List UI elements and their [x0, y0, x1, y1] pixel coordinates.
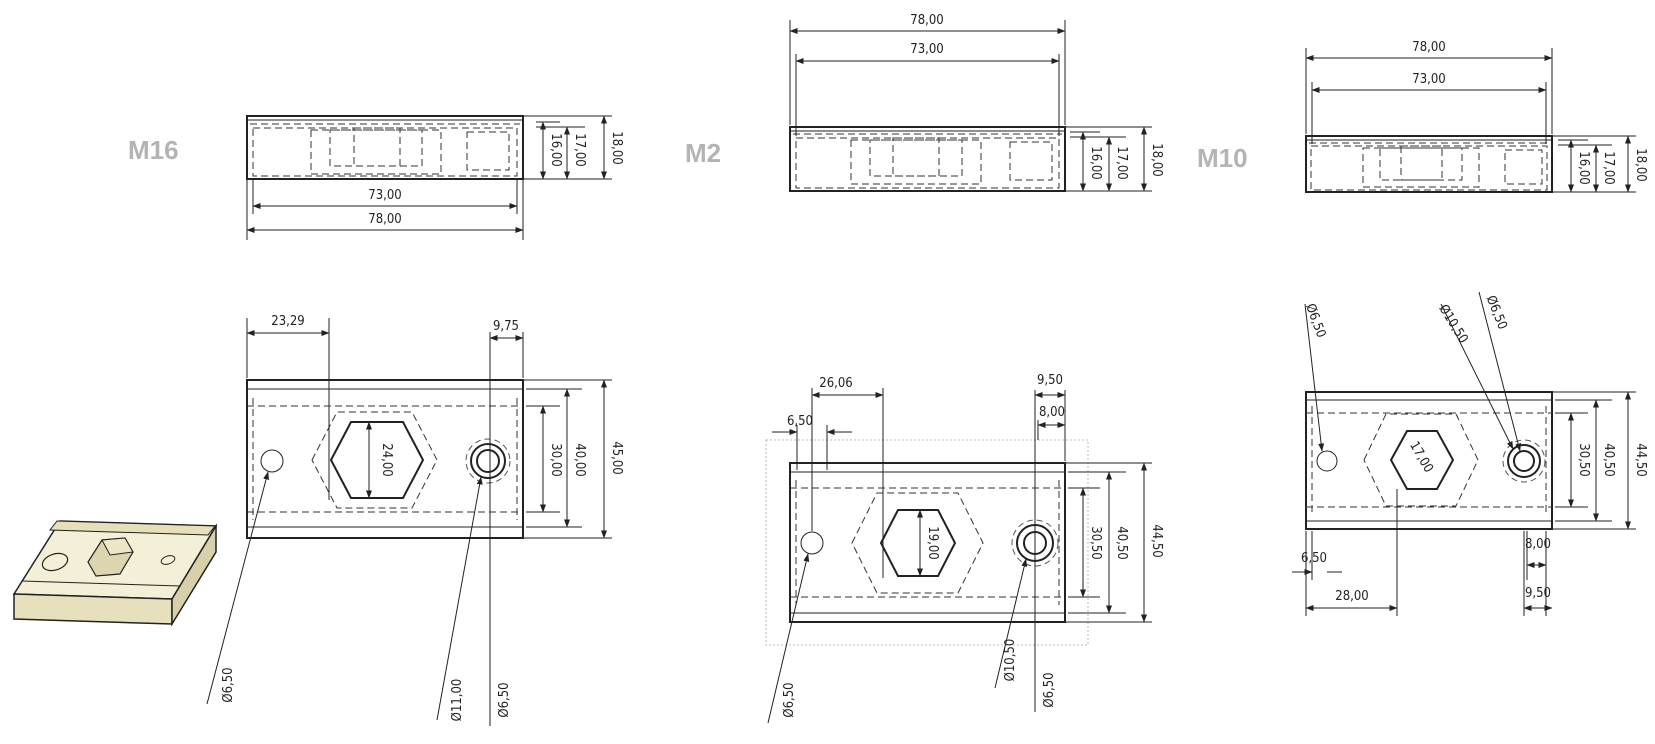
- m10-dim-30-50: 30,50: [1576, 443, 1591, 476]
- m2-dim-hole-small: Ø6,50: [782, 682, 797, 717]
- m10-dim-40-50: 40,50: [1601, 443, 1616, 476]
- m16-dim-78: 78,00: [368, 212, 401, 227]
- m10-dim-8-00: 8,00: [1525, 537, 1551, 552]
- m2-side-view: [789, 20, 1152, 192]
- m2-dim-44-50: 44,50: [1149, 524, 1164, 557]
- m2-top-view: [765, 388, 1152, 724]
- m16-side-view: [246, 115, 612, 240]
- m2-dim-26-06: 26,06: [819, 376, 852, 391]
- m10-dim-28-00: 28,00: [1335, 589, 1368, 604]
- m16-dim-45: 45,00: [609, 441, 624, 474]
- m16-dim-9-75: 9,75: [493, 319, 519, 334]
- m16-dim-16: 16,00: [548, 133, 563, 166]
- m16-dim-hole-small: Ø6,50: [221, 667, 236, 702]
- m16-top-view: [206, 318, 612, 726]
- m16-dim-30: 30,00: [548, 443, 563, 476]
- m2-dim-18: 18,00: [1149, 143, 1164, 176]
- variant-label-m16: M16: [128, 135, 179, 165]
- m16-dim-73: 73,00: [368, 188, 401, 203]
- m10-dim-6-50: 6,50: [1301, 551, 1327, 566]
- m16-dim-hole-through: Ø6,50: [497, 682, 512, 717]
- m2-dim-hex-19: 19,00: [925, 526, 940, 559]
- m2-dim-40-50: 40,50: [1114, 526, 1129, 559]
- m2-dim-hole-through: Ø6,50: [1042, 672, 1057, 707]
- m10-dim-78: 78,00: [1412, 40, 1445, 55]
- m2-dim-6-50: 6,50: [787, 414, 813, 429]
- m10-dim-hole-counter: Ø10,50: [1435, 302, 1470, 346]
- m10-top-view: [1292, 291, 1636, 616]
- m2-dim-17: 17,00: [1114, 146, 1129, 179]
- m16-dim-18: 18,00: [609, 131, 624, 164]
- m2-dim-hole-counter: Ø10,50: [1003, 639, 1018, 682]
- m2-dim-9-50: 9,50: [1037, 373, 1063, 388]
- m10-side-view: [1305, 48, 1636, 193]
- m10-dim-18: 18,00: [1633, 148, 1648, 181]
- variant-label-m2: M2: [685, 138, 721, 168]
- m10-dim-hole-through: Ø6,50: [1483, 294, 1510, 332]
- m2-dim-8-00: 8,00: [1039, 405, 1065, 420]
- m2-dim-78: 78,00: [910, 13, 943, 28]
- m10-dim-44-50: 44,50: [1633, 443, 1648, 476]
- 3d-part-preview: [12, 520, 218, 627]
- m16-dim-40: 40,00: [572, 443, 587, 476]
- m2-dim-73: 73,00: [910, 42, 943, 57]
- m16-dim-17: 17,00: [572, 133, 587, 166]
- m10-dim-16: 16,00: [1576, 151, 1591, 184]
- m10-dim-17: 17,00: [1601, 151, 1616, 184]
- m16-dim-hole-counter: Ø11,00: [450, 679, 465, 722]
- variant-label-m10: M10: [1197, 143, 1248, 173]
- m10-dim-73: 73,00: [1412, 72, 1445, 87]
- m16-dim-23-29: 23,29: [271, 314, 304, 329]
- m10-dim-hole-small: Ø6,50: [1302, 302, 1328, 340]
- m16-dim-hex-24: 24,00: [379, 443, 394, 476]
- m2-dim-30-50: 30,50: [1088, 526, 1103, 559]
- m10-dim-9-50: 9,50: [1525, 586, 1551, 601]
- m10-dim-hex-17: 17,00: [1406, 439, 1436, 475]
- m2-dim-16: 16,00: [1088, 146, 1103, 179]
